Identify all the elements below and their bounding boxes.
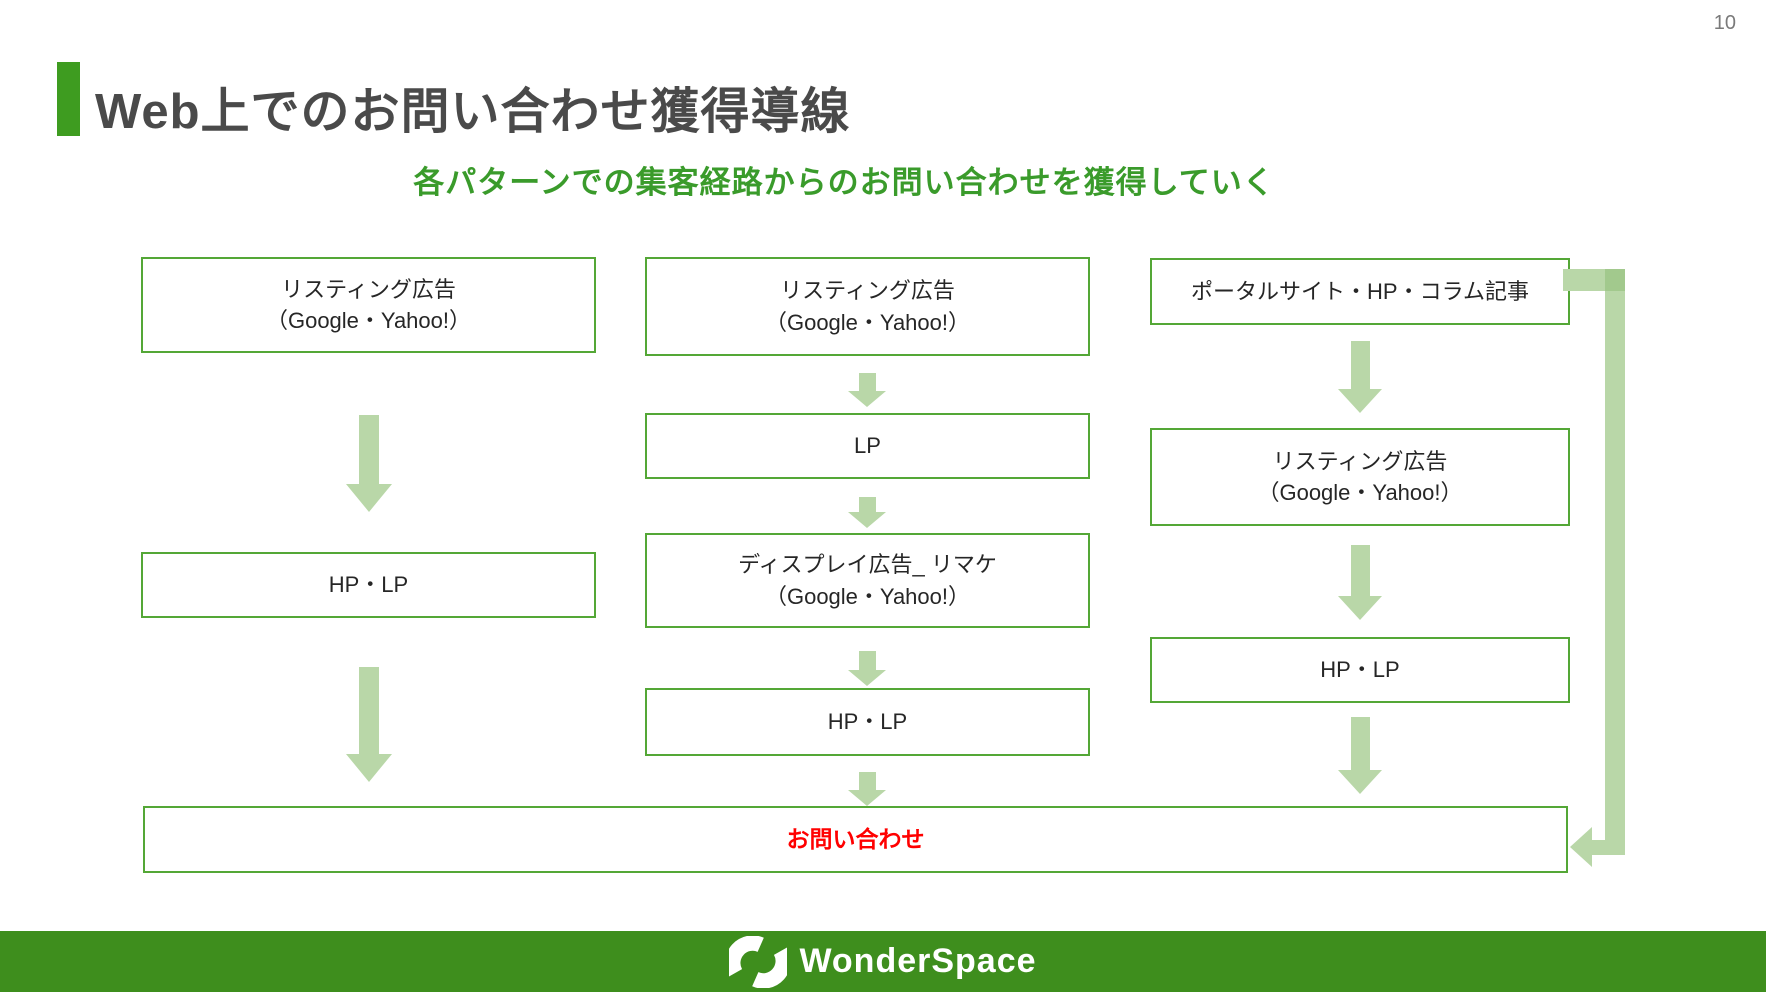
arrow-down-icon [848,772,886,806]
flow-box-line: HP・LP [328,572,409,598]
flow-box-col2-lp: LP [645,413,1090,479]
arrow-head [1338,596,1382,620]
arrow-head [346,754,392,782]
inquiry-result-box: お問い合わせ [143,806,1568,873]
arrow-down-icon [346,667,392,782]
arrow-head [1338,389,1382,413]
flow-box-line: HP・LP [827,709,908,735]
flow-box-col2-display-ads-remarketing: ディスプレイ広告_ リマケ （Google・Yahoo!） [645,533,1090,628]
flow-box-line: （Google・Yahoo!） [265,308,472,333]
footer-bar: WonderSpace [0,931,1766,992]
flow-box-col1-listing-ads: リスティング広告 （Google・Yahoo!） [141,257,596,353]
flow-box-line: LP [854,433,881,459]
arrow-stem [1350,717,1370,770]
elbow-arrow-icon [1563,269,1625,867]
arrow-head [346,484,392,512]
arrow-stem [359,415,379,484]
arrow-stem [858,497,876,512]
flow-box-line: ディスプレイ広告_ リマケ [738,552,997,578]
flow-box-line: リスティング広告 [1272,448,1448,474]
arrow-stem [858,772,876,790]
flow-box-line: ポータルサイト・HP・コラム記事 [1191,278,1529,304]
flow-box-col3-listing-ads: リスティング広告 （Google・Yahoo!） [1150,428,1570,526]
slide-subtitle: 各パターンでの集客経路からのお問い合わせを獲得していく [413,165,1275,200]
flow-box-line: （Google・Yahoo!） [764,583,971,609]
arrow-head [848,512,886,528]
arrow-head [848,670,886,686]
flow-box-line: リスティング広告 [281,276,456,302]
logo-mark-icon [729,935,788,988]
arrow-head [848,391,886,407]
flow-box-line: HP・LP [1320,657,1400,683]
slide-title: Web上でのお問い合わせ獲得導線 [95,85,851,139]
flow-box-line: （Google・Yahoo!） [1257,480,1463,505]
logo-text: WonderSpace [799,941,1037,981]
arrow-down-icon [1338,545,1382,620]
arrow-down-icon [1338,717,1382,794]
arrow-head [848,790,886,806]
arrow-head [1338,770,1382,794]
flow-box-col3-hp-lp: HP・LP [1150,637,1570,703]
arrow-down-icon [848,651,886,686]
arrow-down-icon [346,415,392,512]
arrow-stem [1350,341,1370,389]
flow-box-col1-hp-lp: HP・LP [141,552,596,618]
arrow-stem [858,373,876,391]
page-number: 10 [1713,12,1736,34]
flow-box-line: （Google・Yahoo!） [764,309,971,335]
flow-box-line: リスティング広告 [780,278,955,304]
arrow-stem [858,651,876,670]
wonderspace-logo: WonderSpace [729,935,1037,988]
title-accent-bar [57,62,80,136]
arrow-down-icon [848,373,886,407]
flow-box-col2-hp-lp: HP・LP [645,688,1090,756]
arrow-down-icon [848,497,886,528]
arrow-stem [1350,545,1370,596]
arrow-down-icon [1338,341,1382,413]
arrow-stem [359,667,379,754]
flow-box-col3-portal-site: ポータルサイト・HP・コラム記事 [1150,258,1570,325]
flow-box-col2-listing-ads: リスティング広告 （Google・Yahoo!） [645,257,1090,356]
inquiry-result-label: お問い合わせ [786,826,925,853]
